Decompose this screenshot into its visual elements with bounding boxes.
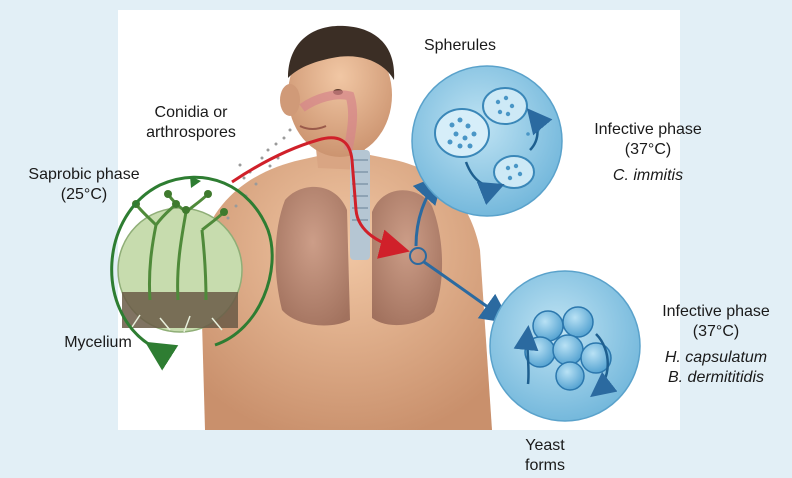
yeast-sphere: [490, 271, 640, 421]
spherules-label: Spherules: [410, 36, 510, 56]
species-h-capsulatum: H. capsulatum: [641, 348, 791, 368]
mycelium-label: Mycelium: [48, 333, 148, 353]
spherule-sphere: [412, 66, 562, 216]
yeast-forms-label: Yeast forms: [505, 436, 585, 476]
saprobic-phase-label: Saprobic phase (25°C): [4, 165, 164, 205]
species-b-dermititidis: B. dermititidis: [641, 368, 791, 388]
infective-phase-label-2: Infective phase (37°C) H. capsulatum B. …: [641, 302, 791, 388]
conidia-label: Conidia or arthrospores: [131, 103, 251, 143]
infective-phase-label-1: Infective phase (37°C) C. immitis: [573, 120, 723, 186]
species-c-immitis: C. immitis: [573, 166, 723, 186]
